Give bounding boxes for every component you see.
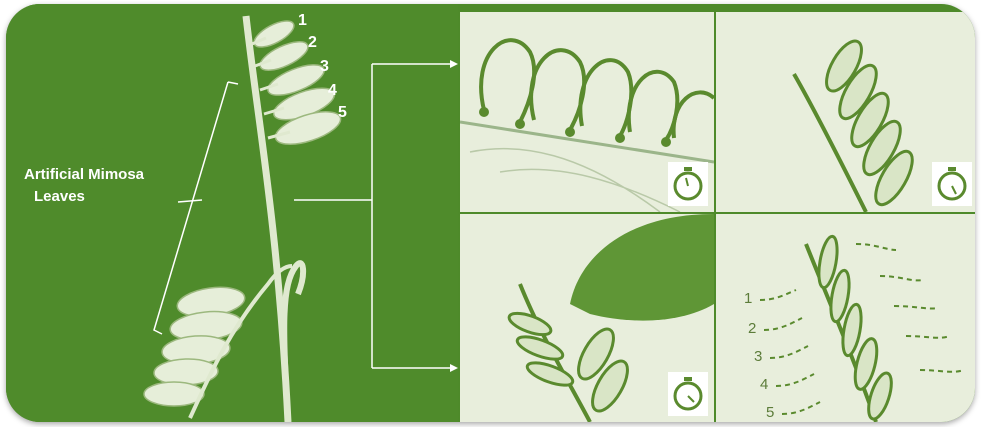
panel-wire-loops xyxy=(460,12,714,212)
panel-finger-touch xyxy=(460,214,714,422)
panel-leaves-closed xyxy=(716,12,975,212)
stopwatch-icon xyxy=(668,162,708,206)
leaf-number-4: 4 xyxy=(328,82,337,100)
main-leaf-panel: 1 2 3 4 5 Artificial Mimosa Leaves xyxy=(6,4,458,422)
leaf-number-1: 1 xyxy=(298,12,307,30)
figure-label-line1: Artificial Mimosa xyxy=(24,164,144,186)
panel-leaf-sequence: 1 2 3 4 5 xyxy=(716,214,975,422)
sequence-number-3: 3 xyxy=(754,348,762,365)
figure-card: 1 2 3 4 5 Artificial Mimosa Leaves xyxy=(6,4,975,422)
figure-label: Artificial Mimosa Leaves xyxy=(24,164,144,208)
leaf-number-2: 2 xyxy=(308,34,317,52)
leaf-number-5: 5 xyxy=(338,104,347,122)
sequence-number-4: 4 xyxy=(760,376,768,393)
sequence-number-1: 1 xyxy=(744,290,752,307)
stopwatch-icon xyxy=(932,162,972,206)
sequence-number-5: 5 xyxy=(766,404,774,421)
stopwatch-icon xyxy=(668,372,708,416)
sequence-number-2: 2 xyxy=(748,320,756,337)
leaf-number-3: 3 xyxy=(320,58,329,76)
figure-label-line2: Leaves xyxy=(24,186,144,208)
mimosa-illustration xyxy=(6,4,458,422)
